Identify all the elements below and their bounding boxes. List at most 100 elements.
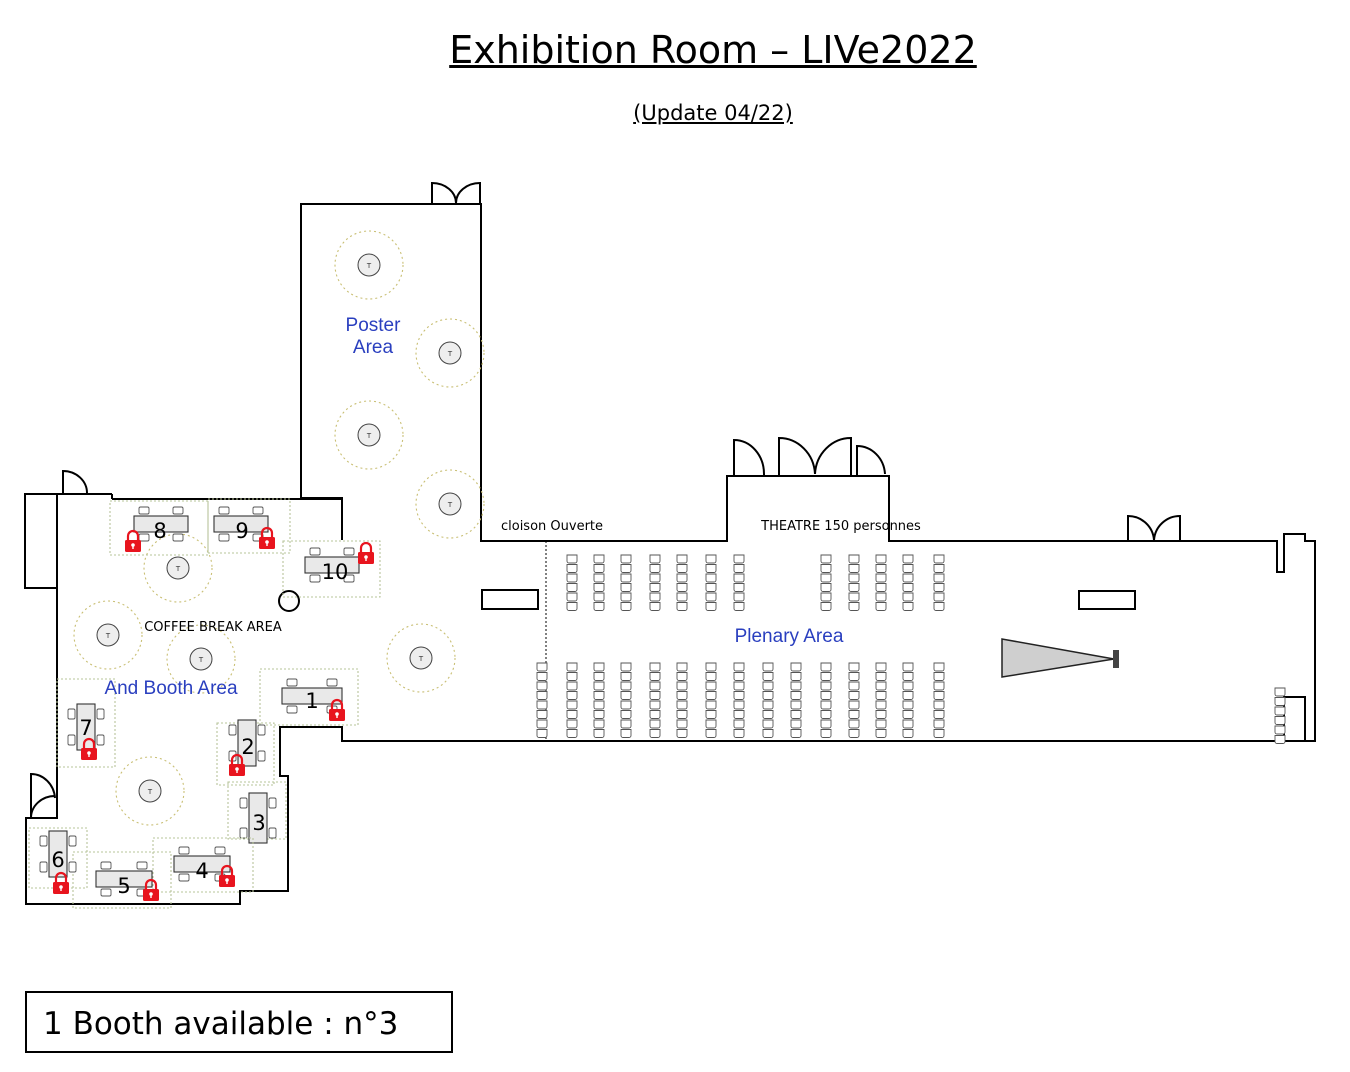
seat: [676, 700, 688, 710]
poster-area-label-line2: Area: [353, 337, 394, 358]
seat: [820, 681, 832, 691]
seat: [649, 662, 661, 672]
seat: [620, 710, 632, 719]
seat: [848, 564, 860, 573]
seat: [848, 681, 860, 691]
seat: [676, 672, 688, 681]
seat: [676, 681, 688, 691]
seat: [593, 691, 605, 700]
booth-7[interactable]: 7: [56, 678, 116, 768]
page-subtitle: (Update 04/22): [633, 101, 793, 125]
seat: [733, 700, 745, 710]
seat: [536, 662, 548, 672]
seat: [933, 691, 945, 700]
seat: [676, 729, 688, 738]
seat: [676, 564, 688, 573]
seat: [566, 662, 578, 672]
seat: [933, 602, 945, 611]
seat: [902, 592, 914, 602]
seat: [1274, 687, 1286, 697]
seat: [676, 719, 688, 729]
booth-number: 8: [153, 519, 166, 543]
booth-9[interactable]: 9: [207, 498, 291, 554]
seat: [705, 573, 717, 583]
seat: [620, 583, 632, 592]
seat: [820, 729, 832, 738]
booth-chairs: [239, 797, 277, 839]
seat: [848, 691, 860, 700]
seat: [676, 662, 688, 672]
seat: [593, 719, 605, 729]
seat: [733, 681, 745, 691]
seat: [933, 573, 945, 583]
seat: [620, 564, 632, 573]
seat: [593, 554, 605, 564]
seat: [705, 700, 717, 710]
booth-chairs: [138, 506, 184, 542]
booth-2[interactable]: 2: [216, 719, 275, 786]
service-tables: [278, 589, 1136, 612]
partition-dotted: [25, 541, 547, 741]
seat: [566, 719, 578, 729]
seat: [902, 691, 914, 700]
booth-chairs: [309, 547, 355, 583]
seat: [875, 583, 887, 592]
seat: [790, 662, 802, 672]
booth-5[interactable]: 5: [72, 851, 172, 909]
booth-number: 7: [79, 716, 92, 740]
theatre-seats: [536, 554, 1286, 744]
seat: [649, 672, 661, 681]
seat: [733, 564, 745, 573]
availability-legend: 1 Booth available : n°3: [25, 991, 453, 1053]
seat: [875, 719, 887, 729]
seat: [790, 700, 802, 710]
booth-chairs: [228, 724, 266, 762]
walls: [24, 203, 1316, 905]
seat: [933, 672, 945, 681]
seat: [705, 662, 717, 672]
booth-6[interactable]: 6: [28, 827, 88, 896]
seat: [676, 691, 688, 700]
seat: [593, 573, 605, 583]
seat: [733, 672, 745, 681]
coffee-break-label: COFFEE BREAK AREA: [144, 620, 282, 635]
seat: [820, 700, 832, 710]
booth-10[interactable]: 10: [282, 540, 381, 598]
seat: [620, 662, 632, 672]
booth-3[interactable]: 3: [227, 781, 287, 844]
seat: [762, 662, 774, 672]
seat: [762, 710, 774, 719]
booth-8[interactable]: 8: [109, 500, 209, 556]
booth-1[interactable]: 1: [259, 668, 359, 726]
booth-4[interactable]: 4: [152, 837, 254, 893]
seat: [566, 700, 578, 710]
seat: [875, 681, 887, 691]
seat: [790, 672, 802, 681]
seat: [705, 719, 717, 729]
seat: [790, 681, 802, 691]
seat: [848, 700, 860, 710]
booth-chairs: [39, 835, 77, 873]
seat: [620, 602, 632, 611]
seat: [820, 691, 832, 700]
seat: [875, 729, 887, 738]
seat: [762, 691, 774, 700]
seat: [705, 691, 717, 700]
seat: [649, 729, 661, 738]
seat: [649, 710, 661, 719]
seat: [848, 573, 860, 583]
seat: [620, 573, 632, 583]
seat: [566, 681, 578, 691]
seat: [902, 681, 914, 691]
seat: [566, 592, 578, 602]
booth-number: 4: [195, 859, 208, 883]
seat: [1274, 706, 1286, 716]
seat: [902, 719, 914, 729]
lock-icon: [227, 753, 247, 778]
lock-icon: [356, 541, 376, 566]
door-icons: [30, 181, 1181, 819]
seat: [676, 602, 688, 611]
booth-number: 2: [241, 735, 254, 759]
seat: [733, 710, 745, 719]
